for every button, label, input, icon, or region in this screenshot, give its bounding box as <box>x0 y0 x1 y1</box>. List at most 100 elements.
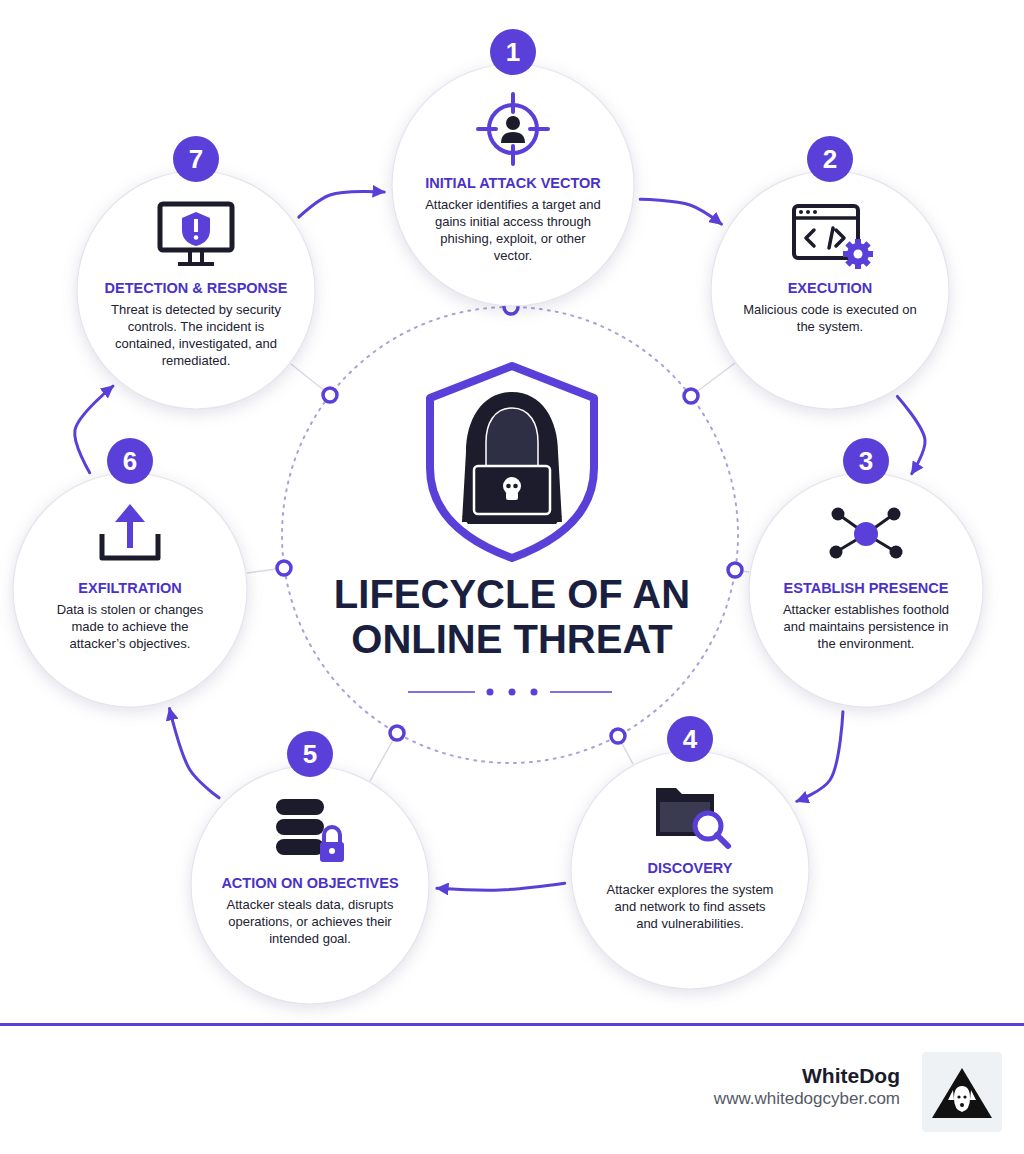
icon-part <box>178 250 214 264</box>
ring-dot <box>323 388 337 402</box>
step-circle: 7DETECTION & RESPONSEThreat is detected … <box>76 170 316 410</box>
logo-dog-nose <box>960 1103 964 1107</box>
ring-dot <box>390 726 404 740</box>
icon-part <box>506 116 520 130</box>
circle-outline <box>571 751 809 989</box>
folder-icon <box>656 788 728 846</box>
database-icon <box>276 799 344 862</box>
step-number: 4 <box>683 726 697 752</box>
laptop-lid <box>474 466 550 514</box>
icon-part <box>324 827 340 843</box>
flow-arrow <box>437 883 565 890</box>
circle-outline <box>13 473 247 707</box>
icon-part <box>276 839 324 855</box>
icon-part <box>276 819 324 835</box>
separator-dot <box>487 689 494 696</box>
icon-part <box>320 842 344 862</box>
icon-part <box>837 233 879 275</box>
icon-part <box>794 216 858 220</box>
step-number: 3 <box>859 448 873 474</box>
step-badge: 6 <box>107 438 153 484</box>
hacker-shield <box>430 366 594 558</box>
step-number: 1 <box>506 39 520 65</box>
step-description: Attacker explores the system and network… <box>602 882 778 933</box>
icon-part <box>127 518 133 548</box>
icon-part <box>194 219 198 232</box>
brand-url: www.whitedogcyber.com <box>714 1089 900 1109</box>
step-number: 5 <box>303 741 317 767</box>
shield-outline <box>430 366 594 558</box>
circle-outline <box>392 64 634 306</box>
text-block: DISCOVERY Attacker explores the system an… <box>570 860 810 933</box>
step-badge: 1 <box>490 29 536 75</box>
step-number: 2 <box>823 146 837 172</box>
logo-dog-eye <box>963 1095 966 1098</box>
diagram-title: LIFECYCLE OF AN ONLINE THREAT <box>312 572 712 662</box>
step-badge: 7 <box>173 136 219 182</box>
logo-dog-ears <box>948 1090 976 1100</box>
separator-dot <box>531 689 538 696</box>
separator-dot <box>509 689 516 696</box>
icon-part <box>806 228 844 248</box>
step-heading: DETECTION & RESPONSE <box>105 280 288 297</box>
step-circle: 5ACTION ON OBJECTIVESAttacker steals dat… <box>190 765 430 1005</box>
step-circle: 3ESTABLISH PRESENCEAttacker establishes … <box>748 472 984 708</box>
skull-eye <box>513 484 518 489</box>
icon-part <box>160 204 232 250</box>
flow-arrow <box>897 396 925 473</box>
step-circle: 4DISCOVERYAttacker explores the system a… <box>570 750 810 990</box>
step-badge: 2 <box>807 136 853 182</box>
text-block: INITIAL ATTACK VECTORAttacker identifies… <box>391 175 635 265</box>
circle-outline <box>711 171 949 409</box>
icon-part <box>276 799 324 815</box>
icon-part <box>837 233 879 275</box>
title-separator <box>408 689 612 696</box>
separator-line <box>550 691 612 693</box>
step-description: Threat is detected by security controls.… <box>108 302 284 370</box>
ring-dots <box>277 300 742 743</box>
logo-dog-face <box>954 1086 970 1112</box>
step-circle: 2EXECUTIONMalicious code is executed on … <box>710 170 950 410</box>
text-block: ACTION ON OBJECTIVES Attacker steals data… <box>190 875 430 948</box>
upload-icon <box>102 504 158 558</box>
step-heading: ACTION ON OBJECTIVES <box>221 875 398 892</box>
step-description: Attacker establishes foothold and mainta… <box>778 602 954 653</box>
icon-part <box>813 210 817 214</box>
icon-part <box>830 546 843 559</box>
icon-part <box>836 514 896 552</box>
ring-dot <box>728 563 742 577</box>
step-description: Data is stolen or changes made to achiev… <box>42 602 218 653</box>
step-description: Attacker steals data, disrupts operation… <box>222 897 398 948</box>
hood-face <box>486 408 538 470</box>
step-description: Malicious code is executed on the system… <box>742 302 918 336</box>
text-block: EXECUTION Malicious code is executed on t… <box>710 280 950 336</box>
step-heading: ESTABLISH PRESENCE <box>784 580 949 597</box>
flow-arrow <box>640 199 721 224</box>
step-heading: DISCOVERY <box>648 860 733 877</box>
step-circle: 1INITIAL ATTACK VECTORAttacker identifie… <box>391 63 635 307</box>
laptop-base <box>462 516 562 524</box>
step-heading: INITIAL ATTACK VECTOR <box>425 175 601 192</box>
ring-dot <box>611 729 625 743</box>
icon-part <box>194 235 199 240</box>
ring-dot <box>277 561 291 575</box>
flow-arrow <box>797 712 843 801</box>
icon-part <box>888 508 901 521</box>
icon-part <box>832 508 845 521</box>
step-number: 7 <box>189 146 203 172</box>
circle-outline <box>77 171 315 409</box>
icon-part <box>799 210 803 214</box>
icon-part <box>115 504 145 522</box>
flow-arrow <box>170 709 220 798</box>
footer-rule <box>0 1023 1024 1026</box>
circle-outline <box>191 766 429 1004</box>
step-heading: EXECUTION <box>788 280 873 297</box>
logo-dog-eye <box>957 1095 960 1098</box>
icon-part <box>854 522 878 546</box>
dotted-ring <box>282 307 738 763</box>
step-badge: 5 <box>287 731 333 777</box>
icon-part <box>890 546 903 559</box>
logo-triangle <box>932 1068 992 1118</box>
brand-name: WhiteDog <box>802 1064 900 1088</box>
